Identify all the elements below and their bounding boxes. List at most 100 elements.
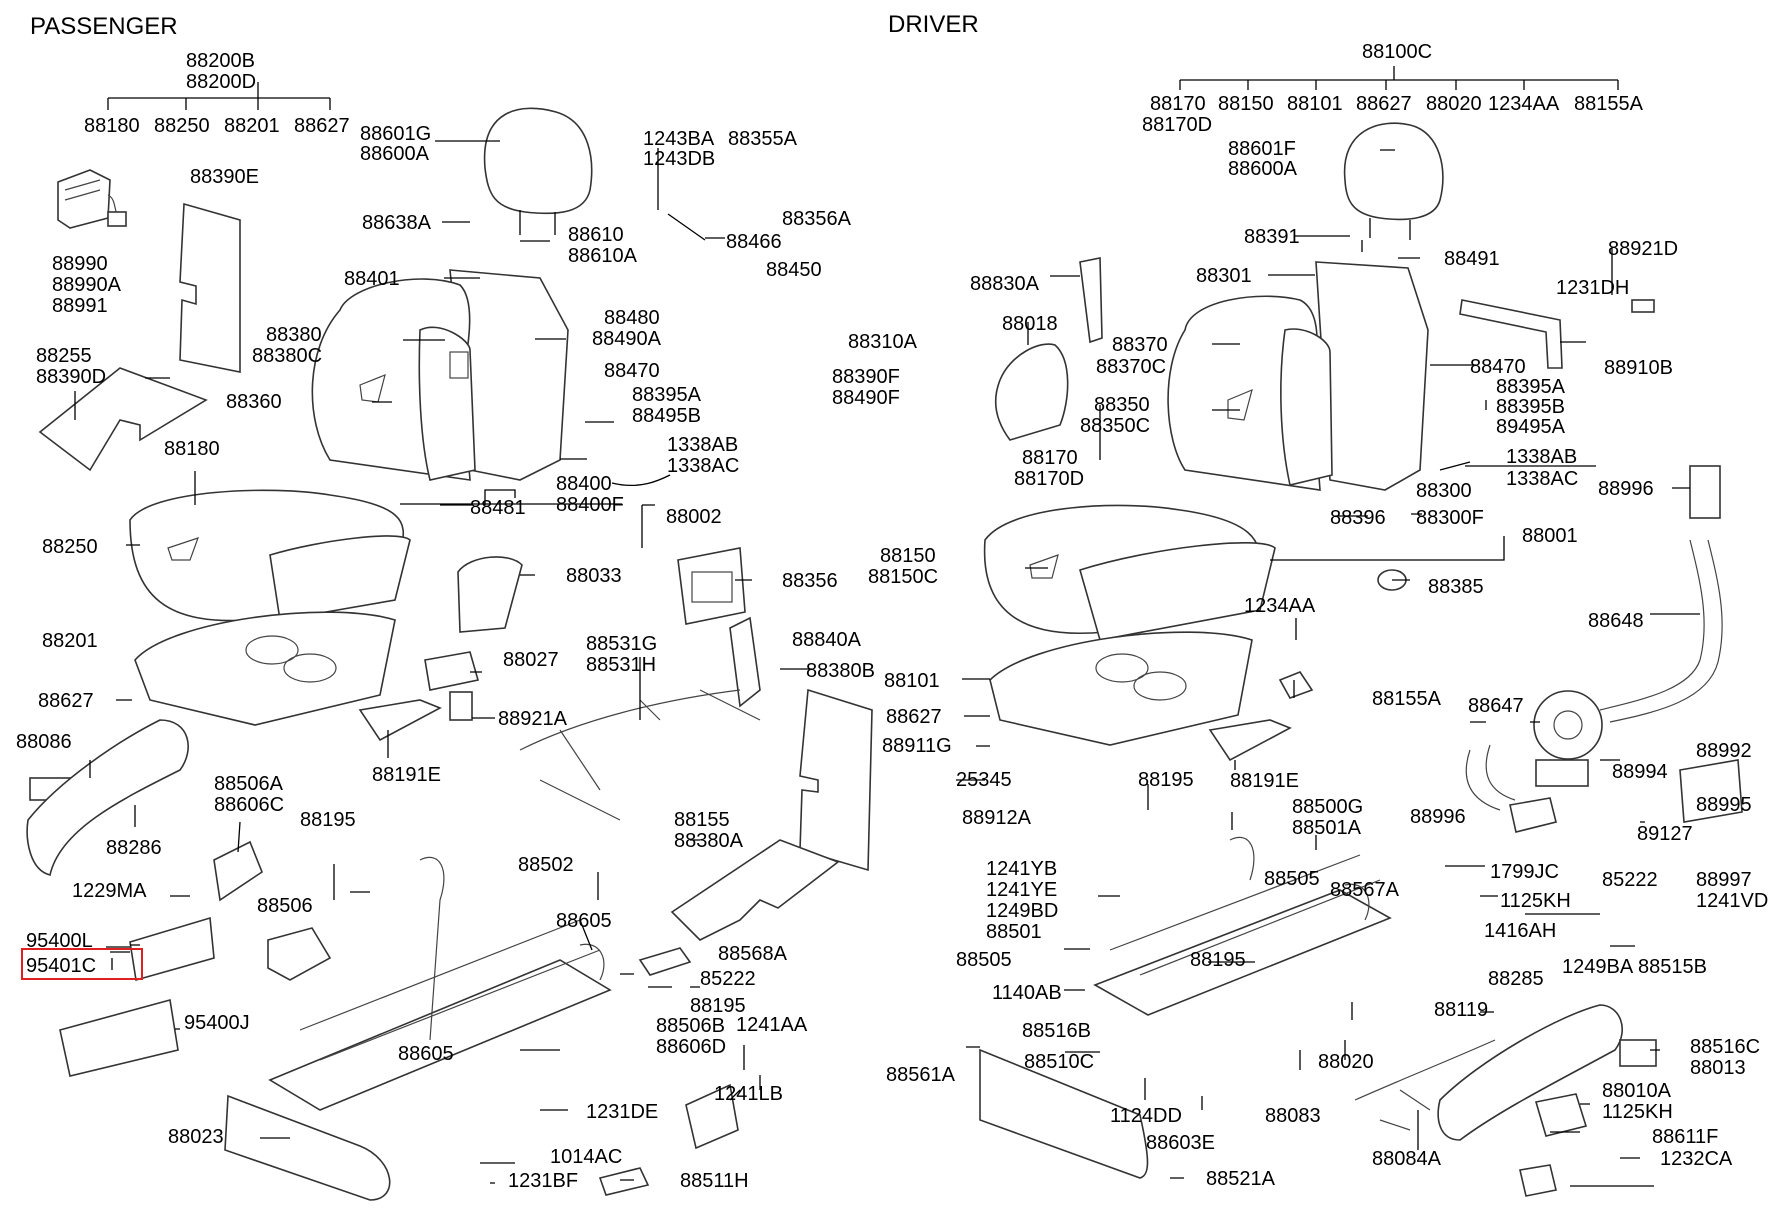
part-label-p-88991[interactable]: 88991 <box>52 295 108 317</box>
part-label-p-88490a[interactable]: 88490A <box>592 328 662 350</box>
part-label-d-88505a[interactable]: 88505 <box>1264 868 1320 890</box>
part-label-p-88506b[interactable]: 88506B <box>656 1015 725 1037</box>
part-label-d-88910b[interactable]: 88910B <box>1604 357 1673 379</box>
part-label-p-85222a[interactable]: 85222 <box>700 968 756 990</box>
part-label-p-88195a[interactable]: 88195 <box>300 809 356 831</box>
part-label-d-88601f[interactable]: 88601F <box>1228 138 1296 160</box>
part-label-p-1338ab[interactable]: 1338AB <box>667 434 738 456</box>
part-label-d-88370c[interactable]: 88370C <box>1096 356 1166 378</box>
part-label-d-88170d-top[interactable]: 88170D <box>1142 114 1212 136</box>
part-label-d-88992[interactable]: 88992 <box>1696 740 1752 762</box>
part-label-d-88516c[interactable]: 88516C <box>1690 1036 1760 1058</box>
part-label-p-88481[interactable]: 88481 <box>470 497 526 519</box>
part-label-d-88191e[interactable]: 88191E <box>1230 770 1299 792</box>
part-label-d-88627b[interactable]: 88627 <box>886 706 942 728</box>
part-label-d-88385[interactable]: 88385 <box>1428 576 1484 598</box>
part-label-p-88191e[interactable]: 88191E <box>372 764 441 786</box>
part-label-p-88390d[interactable]: 88390D <box>36 366 106 388</box>
part-label-p-88395a[interactable]: 88395A <box>632 384 702 406</box>
part-label-p-88355a[interactable]: 88355A <box>728 128 798 150</box>
part-label-d-88285[interactable]: 88285 <box>1488 968 1544 990</box>
part-label-p-1231de[interactable]: 1231DE <box>586 1101 658 1123</box>
part-label-d-88100c[interactable]: 88100C <box>1362 41 1432 63</box>
part-label-d-88170d[interactable]: 88170D <box>1014 468 1084 490</box>
part-label-d-88912a[interactable]: 88912A <box>962 807 1032 829</box>
part-label-d-1231dh[interactable]: 1231DH <box>1556 277 1629 299</box>
part-label-d-88083[interactable]: 88083 <box>1265 1105 1321 1127</box>
part-label-p-1241aa[interactable]: 1241AA <box>736 1014 808 1036</box>
part-label-d-88561a[interactable]: 88561A <box>886 1064 956 1086</box>
part-label-p-88380b[interactable]: 88380B <box>806 660 875 682</box>
part-label-d-88020a[interactable]: 88020 <box>1426 93 1482 115</box>
part-label-p-88627b[interactable]: 88627 <box>38 690 94 712</box>
part-label-p-1014ac[interactable]: 1014AC <box>550 1146 622 1168</box>
part-label-p-88200d[interactable]: 88200D <box>186 71 256 93</box>
part-label-d-88170a[interactable]: 88170 <box>1150 93 1206 115</box>
part-label-d-85222[interactable]: 85222 <box>1602 869 1658 891</box>
part-label-d-1241ye[interactable]: 1241YE <box>986 879 1057 901</box>
part-label-p-88200b[interactable]: 88200B <box>186 50 255 72</box>
part-label-d-88013[interactable]: 88013 <box>1690 1057 1746 1079</box>
part-label-d-25345[interactable]: 25345 <box>956 769 1012 791</box>
part-label-p-88600a[interactable]: 88600A <box>360 143 430 165</box>
part-label-d-1241yb[interactable]: 1241YB <box>986 858 1057 880</box>
part-label-d-88603e[interactable]: 88603E <box>1146 1132 1215 1154</box>
part-label-d-88611f[interactable]: 88611F <box>1652 1126 1718 1148</box>
part-label-p-88605b[interactable]: 88605 <box>398 1043 454 1065</box>
part-label-p-88466[interactable]: 88466 <box>726 231 782 253</box>
part-label-d-1125kh-b[interactable]: 1125KH <box>1602 1101 1673 1123</box>
part-label-d-88300[interactable]: 88300 <box>1416 480 1472 502</box>
part-label-p-88921a[interactable]: 88921A <box>498 708 568 730</box>
part-label-d-88391[interactable]: 88391 <box>1244 226 1300 248</box>
part-label-d-88996b[interactable]: 88996 <box>1410 806 1466 828</box>
part-label-d-89127[interactable]: 89127 <box>1637 823 1693 845</box>
part-label-d-88370[interactable]: 88370 <box>1112 334 1168 356</box>
part-label-p-88356[interactable]: 88356 <box>782 570 838 592</box>
part-label-p-88605a[interactable]: 88605 <box>556 910 612 932</box>
part-label-p-88250b[interactable]: 88250 <box>42 536 98 558</box>
part-label-p-88450[interactable]: 88450 <box>766 259 822 281</box>
part-label-p-88255[interactable]: 88255 <box>36 345 92 367</box>
part-label-d-88119[interactable]: 88119 <box>1434 999 1488 1021</box>
part-label-p-88201b[interactable]: 88201 <box>42 630 98 652</box>
part-label-p-1241lb[interactable]: 1241LB <box>714 1083 783 1105</box>
part-label-p-88201a[interactable]: 88201 <box>224 115 280 137</box>
part-label-d-1124dd[interactable]: 1124DD <box>1110 1105 1182 1127</box>
part-label-d-88470[interactable]: 88470 <box>1470 356 1526 378</box>
part-label-d-88830a[interactable]: 88830A <box>970 273 1040 295</box>
part-label-p-88180b[interactable]: 88180 <box>164 438 220 460</box>
part-label-d-1416ah[interactable]: 1416AH <box>1484 920 1556 942</box>
part-label-p-1243db[interactable]: 1243DB <box>643 148 715 170</box>
part-label-d-88911g[interactable]: 88911G <box>882 735 952 757</box>
part-label-p-88606c[interactable]: 88606C <box>214 794 284 816</box>
part-label-p-1338ac[interactable]: 1338AC <box>667 455 739 477</box>
part-label-d-88170b[interactable]: 88170 <box>1022 447 1078 469</box>
part-label-p-88401[interactable]: 88401 <box>344 268 400 290</box>
part-label-d-88997[interactable]: 88997 <box>1696 869 1752 891</box>
part-label-d-1241vd[interactable]: 1241VD <box>1696 890 1768 912</box>
part-label-d-1338ac[interactable]: 1338AC <box>1506 468 1578 490</box>
part-label-p-88380c[interactable]: 88380C <box>252 345 322 367</box>
part-label-d-88195b[interactable]: 88195 <box>1190 949 1246 971</box>
part-label-d-88350c[interactable]: 88350C <box>1080 415 1150 437</box>
part-label-p-88601g[interactable]: 88601G <box>360 123 431 145</box>
part-label-d-1249bd[interactable]: 1249BD <box>986 900 1058 922</box>
part-label-d-88350[interactable]: 88350 <box>1094 394 1150 416</box>
part-label-p-95400l[interactable]: 95400L <box>26 930 93 952</box>
part-label-p-88360[interactable]: 88360 <box>226 391 282 413</box>
part-label-p-88310a[interactable]: 88310A <box>848 331 918 353</box>
part-label-d-1338ab[interactable]: 1338AB <box>1506 446 1577 468</box>
part-label-p-88380[interactable]: 88380 <box>266 324 322 346</box>
part-label-d-88648[interactable]: 88648 <box>1588 610 1644 632</box>
part-label-p-1231bf[interactable]: 1231BF <box>508 1170 578 1192</box>
part-label-d-88515b[interactable]: 88515B <box>1638 956 1707 978</box>
part-label-p-88033[interactable]: 88033 <box>566 565 622 587</box>
part-label-d-88396[interactable]: 88396 <box>1330 507 1386 529</box>
part-label-p-88506[interactable]: 88506 <box>257 895 313 917</box>
part-label-p-88495b[interactable]: 88495B <box>632 405 701 427</box>
part-label-d-88195a[interactable]: 88195 <box>1138 769 1194 791</box>
part-label-d-1249ba[interactable]: 1249BA <box>1562 956 1634 978</box>
part-label-d-1125kh-a[interactable]: 1125KH <box>1500 890 1571 912</box>
part-label-d-88155a[interactable]: 88155A <box>1372 688 1442 710</box>
part-label-d-88101a[interactable]: 88101 <box>1287 93 1343 115</box>
